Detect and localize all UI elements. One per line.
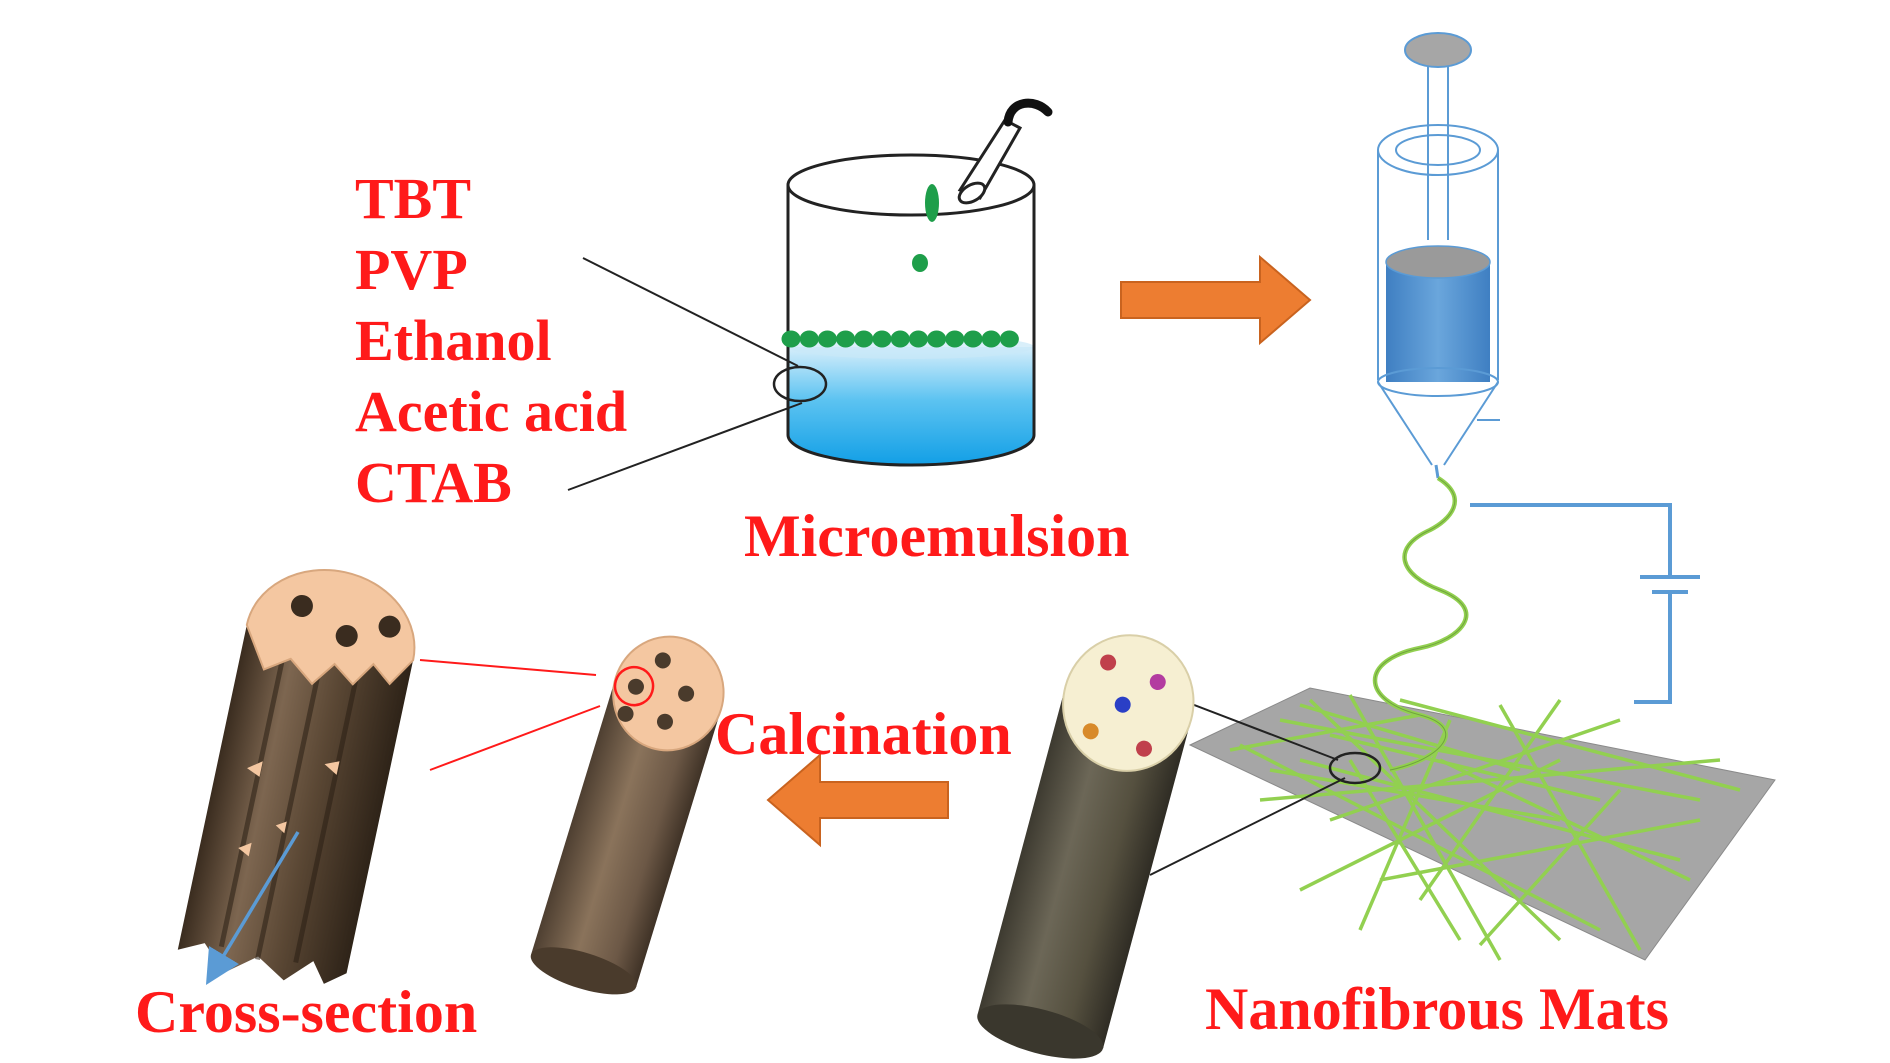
cross-section-cap: [245, 569, 416, 686]
nanofiber: [1259, 758, 1721, 802]
collector-plate: [1188, 687, 1776, 961]
label-calcination: Calcination: [715, 701, 1012, 767]
nanofiber: [1269, 768, 1561, 822]
droplet: [836, 330, 856, 348]
pore: [678, 685, 695, 702]
ingredient-item: PVP: [355, 237, 468, 302]
droplet: [854, 330, 874, 348]
ingredient-item: CTAB: [355, 450, 512, 515]
label-nanofibrous-mats: Nanofibrous Mats: [1205, 976, 1669, 1042]
dropper: [957, 98, 1053, 205]
nanofiber: [1299, 703, 1521, 772]
droplet: [890, 330, 910, 348]
pore: [654, 652, 671, 669]
microemulsion-droplet: [1100, 654, 1117, 671]
syringe-solution: [1386, 262, 1490, 382]
deposited-fibers: [1229, 694, 1741, 961]
pore: [290, 595, 313, 618]
droplet: [817, 330, 837, 348]
leader-line-red: [429, 705, 601, 771]
pore: [617, 705, 634, 722]
microemulsion-droplet: [1082, 723, 1099, 740]
pore: [335, 624, 358, 647]
droplet: [963, 330, 983, 348]
droplet: [799, 330, 819, 348]
droplet: [999, 330, 1019, 348]
surface-droplets: [781, 330, 1019, 348]
label-cross-section: Cross-section: [135, 979, 478, 1045]
nanofiber: [1439, 758, 1691, 882]
voltage-circuit: [1470, 503, 1700, 704]
pore: [656, 713, 673, 730]
label-microemulsion: Microemulsion: [744, 503, 1130, 569]
process-arrow-left: [766, 752, 949, 848]
microemulsion-droplet: [1114, 696, 1131, 713]
nanofiber: [1348, 759, 1462, 941]
nanofiber: [1229, 713, 1421, 752]
pore-channel-arrow: [205, 831, 300, 985]
pore-highlight-circle: [613, 665, 655, 707]
droplet: [925, 184, 939, 222]
droplet: [781, 330, 801, 348]
nanofiber: [1329, 733, 1601, 802]
microemulsion-droplet: [1136, 740, 1153, 757]
leader-line-red: [419, 659, 597, 676]
droplet: [981, 330, 1001, 348]
leader-line: [1149, 777, 1346, 876]
calcined-fiber: [530, 635, 725, 995]
nanofiber: [1358, 719, 1452, 931]
beaker-wall: [786, 185, 1036, 467]
cross-section-fiber: [177, 569, 416, 984]
leader-line: [582, 257, 799, 367]
beaker-rim: [786, 153, 1036, 217]
beaker-solution: [788, 347, 1034, 465]
nanofiber: [1399, 698, 1741, 792]
droplet: [927, 330, 947, 348]
microemulsion-droplet: [1149, 673, 1166, 690]
nanofiber: [1379, 818, 1701, 882]
nanofiber: [1498, 704, 1642, 951]
nanofiber: [1478, 788, 1622, 947]
ingredient-item: TBT: [355, 166, 472, 231]
leader-line: [567, 402, 803, 491]
droplet: [872, 330, 892, 348]
beaker: [772, 98, 1053, 467]
zoom-circle: [772, 365, 828, 403]
composite-fiber: [977, 634, 1195, 1059]
ingredient-item: Ethanol: [355, 308, 552, 373]
nanofiber: [1418, 698, 1562, 902]
process-arrow-right: [1120, 254, 1312, 346]
droplet: [908, 330, 928, 348]
syringe: [1377, 32, 1500, 479]
droplet: [912, 254, 928, 272]
mat-zoom-circle: [1328, 751, 1382, 785]
pore: [378, 615, 401, 638]
ingredient-item: Acetic acid: [355, 379, 628, 444]
droplet: [945, 330, 965, 348]
pore: [627, 678, 644, 695]
